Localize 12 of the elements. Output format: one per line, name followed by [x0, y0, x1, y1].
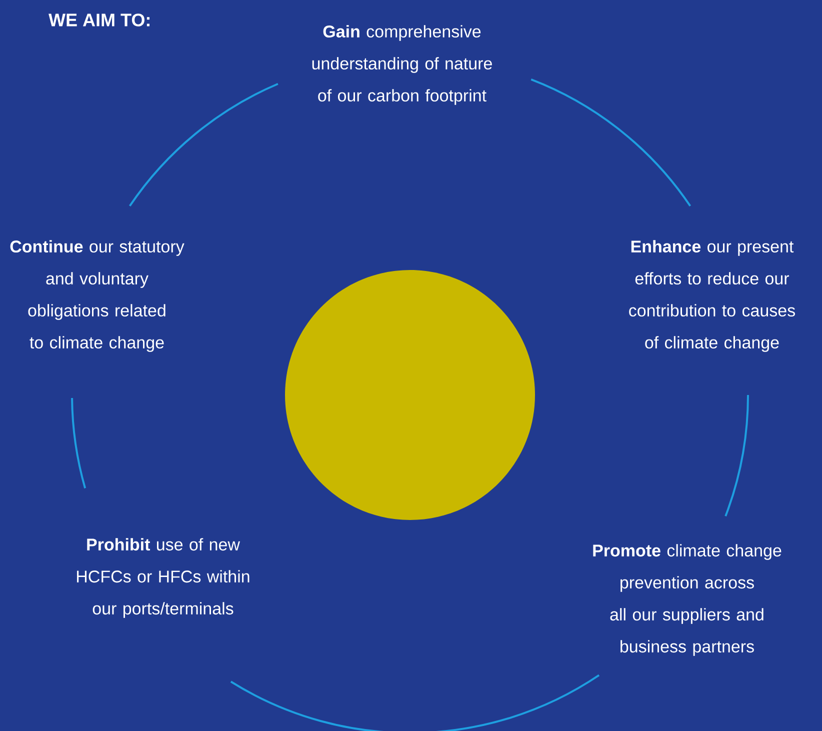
aim-text: Prohibit use of new HCFCs or HFCs within our ports/terminals [77, 538, 250, 618]
aim-text: Promote climate change prevention across all our suppliers and business partners [593, 544, 782, 656]
ring-arc [724, 394, 749, 516]
ring-arc [128, 82, 278, 207]
aim-text: Enhance our present efforts to reduce our contribution to causes of climate change [629, 240, 795, 352]
center-disc [285, 270, 535, 520]
aim-text: Gain comprehensive understanding of nature of our carbon footprint [312, 25, 492, 105]
aim-text: Continue our statutory and voluntary obligations related to climate change [10, 240, 184, 352]
heading: WE AIM TO: [48, 14, 150, 26]
ring-arc [230, 674, 600, 731]
ring-arc [530, 78, 692, 207]
ring-arc [71, 398, 86, 488]
